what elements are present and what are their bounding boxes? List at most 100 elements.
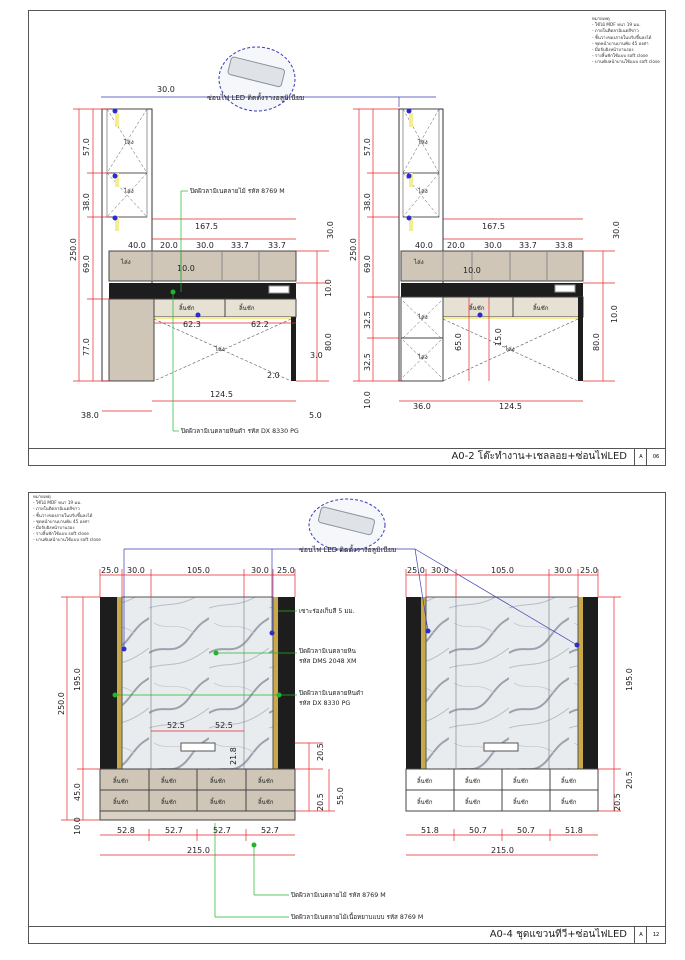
right-elevation: ไล่ง ไล่ง ไล่ง ลิ้นชัก ลิ้นชัก (398, 108, 584, 382)
dim-right-h1: 30.0 (612, 221, 621, 239)
dim-drawer-w2: 62.2 (251, 320, 269, 329)
dim-right-h2: 10.0 (610, 305, 619, 323)
drawing-sheet-a0-4: หมายเหตุ - ใช้ไม้ MDF หนา 19 มม. - ภายใน… (28, 492, 666, 944)
dim-r1: 20.5 (316, 743, 325, 761)
note-item: - บานพับหน้าบานใช้แบบ soft close (592, 60, 660, 66)
dim-lower: 77.0 (82, 338, 91, 356)
elevation-drawing-a0-2: ซ่อนไฟ LED ติดตั้งรางอลูมิเนียม ไล่ง ไล่… (69, 46, 621, 435)
led-label: ซ่อนไฟ LED ติดตั้งรางอลูมิเนียม (299, 543, 397, 554)
left-elevation: ไล่ง ไล่ง ไล่ง ลิ้นชัก ลิ้นชัก (101, 108, 297, 382)
notes-heading: หมายเหตุ (33, 495, 51, 500)
door-label: ไล่ง (123, 138, 134, 146)
drawer-label: ลิ้นชัก (258, 775, 274, 785)
callout-wood-laminate: ปิดผิวลามิเนตลายไม้ รหัส 8769 M (290, 891, 385, 899)
dim-cab-height: 45.0 (73, 783, 82, 801)
dim-inner1: 65.0 (454, 333, 463, 351)
note-item: - รางลิ้นชักใช้แบบ soft close (592, 54, 648, 60)
dim-right-h3: 80.0 (324, 333, 333, 351)
dim-leg2: 2.0 (267, 371, 280, 380)
title-bar: A0-4 ชุดแขวนทีวี+ซ่อนไฟLED A 12 (29, 926, 665, 943)
dim-total-height: 250.0 (57, 692, 66, 715)
notes-heading: หมายเหตุ (592, 17, 610, 22)
callout-wood-rough-laminate: ปิดผิวลามิเนตลายไม้เนื้อหยาบแบบ รหัส 876… (290, 912, 423, 921)
dim-r2: 20.5 (613, 793, 622, 811)
dim-total-width: 215.0 (491, 846, 514, 855)
revision: A (634, 927, 647, 943)
dim-col: 40.0 (415, 241, 433, 250)
led-profile-image (318, 506, 375, 536)
note-item: - บานพับหน้าบานใช้แบบ soft close (33, 538, 101, 544)
note-item: - ชุดหน้าบานบานพับ 45 องศา (592, 41, 649, 47)
dim-total-width: 215.0 (187, 846, 210, 855)
dim-leg1: 3.0 (310, 351, 323, 360)
door-label: ไล่ง (417, 138, 428, 146)
dim-r3: 55.0 (336, 787, 345, 805)
callout-stone-laminate: ปิดผิวลามิเนตลายหิน (298, 647, 356, 655)
dim-r1: 20.5 (625, 771, 634, 789)
dim-col: 33.8 (555, 241, 573, 250)
note-item: - ชิ้นวางของภายในปรับขึ้นลงได้ (33, 513, 93, 519)
dim-col: 33.7 (231, 241, 249, 250)
dim-top: 30.0 (251, 566, 269, 575)
dim-total-height: 250.0 (349, 238, 358, 261)
callout-black-stone: ปิดผิวลามิเนตลายหินดำ (298, 689, 363, 697)
dim-top: 30.0 (127, 566, 145, 575)
drawer-label: ลิ้นชัก (210, 796, 226, 806)
dim-top: 25.0 (277, 566, 295, 575)
dim-inner2: 15.0 (494, 328, 503, 346)
note-item: - ภายในติดลามิเนตสีขาว (33, 507, 80, 513)
dim-shelf-top: 57.0 (82, 138, 91, 156)
dim-top: 105.0 (187, 566, 210, 575)
dim-top: 30.0 (554, 566, 572, 575)
dim-bottom: 50.7 (517, 826, 535, 835)
note-item: - ชิ้นวางของภายในปรับขึ้นลงได้ (592, 35, 652, 41)
dim-tv-w1: 52.5 (167, 721, 185, 730)
note-item: - ใช้ไม้ MDF หนา 19 มม. (33, 501, 82, 507)
page-number: 12 (646, 927, 665, 943)
drawer-label: ลิ้นชัก (561, 796, 577, 806)
drawer-label: ลิ้นชัก (469, 302, 485, 312)
callout-black-stone-code: รหัส DX 8330 PG (299, 700, 350, 707)
dim-top: 25.0 (580, 566, 598, 575)
drawer-label: ลิ้นชัก (465, 775, 481, 785)
dim-upper-cab: 69.0 (82, 255, 91, 273)
drawer-label: ลิ้นชัก (417, 796, 433, 806)
dim-upper-cab: 69.0 (363, 255, 372, 273)
dim-niche: 10.0 (177, 264, 195, 273)
door-label: ไล่ง (214, 345, 225, 353)
note-item: - ใช้ไม้ MDF หนา 19 มม. (592, 23, 641, 29)
dim-base-height: 10.0 (73, 817, 82, 835)
note-item: - รางลิ้นชักใช้แบบ soft close (33, 532, 89, 538)
dim-total-height: 250.0 (69, 238, 78, 261)
dim-base-width: 38.0 (81, 411, 99, 420)
dim-base-right: 5.0 (309, 411, 322, 420)
led-profile-image (227, 56, 285, 88)
dim-bottom-left: 36.0 (413, 402, 431, 411)
callout-wood-laminate: ปิดผิวลามิเนตลายไม้ รหัส 8769 M (189, 187, 284, 195)
dim-drawer-w1: 62.3 (183, 320, 201, 329)
note-item: - ชุดหน้าบานบานพับ 45 องศา (33, 519, 90, 525)
dim-bottom: 52.7 (261, 826, 279, 835)
callout-stone-code: รหัส DMS 2048 XM (299, 658, 356, 665)
sheet-title: A0-4 ชุดแขวนทีวี+ซ่อนไฟLED (489, 929, 627, 940)
dim-panel-height: 195.0 (625, 668, 634, 691)
door-label: ไล่ง (120, 258, 131, 266)
note-item: - มือจับฝังหน้าบานรอง (592, 48, 634, 54)
dim-bottom: 52.7 (213, 826, 231, 835)
dim-top: 30.0 (431, 566, 449, 575)
dim-top: 25.0 (101, 566, 119, 575)
left-tv-wall (99, 596, 296, 848)
dim-col: 20.0 (160, 241, 178, 250)
dim-col: 40.0 (128, 241, 146, 250)
dim-side2: 32.5 (363, 353, 372, 371)
dim-shelf-mid: 38.0 (363, 193, 372, 211)
dim-col: 30.0 (484, 241, 502, 250)
drawer-label: ลิ้นชัก (239, 302, 255, 312)
dim-col: 33.7 (519, 241, 537, 250)
notes-block: หมายเหตุ - ใช้ไม้ MDF หนา 19 มม. - ภายใน… (592, 17, 660, 67)
drawer-label: ลิ้นชัก (417, 775, 433, 785)
title-bar: A0-2 โต๊ะทำงาน+เชลลอย+ซ่อนไฟLED A 06 (29, 448, 665, 465)
dim-tv-gap: 21.8 (229, 747, 238, 765)
door-label: ไล่ง (417, 353, 428, 361)
drawer-label: ลิ้นชัก (513, 775, 529, 785)
